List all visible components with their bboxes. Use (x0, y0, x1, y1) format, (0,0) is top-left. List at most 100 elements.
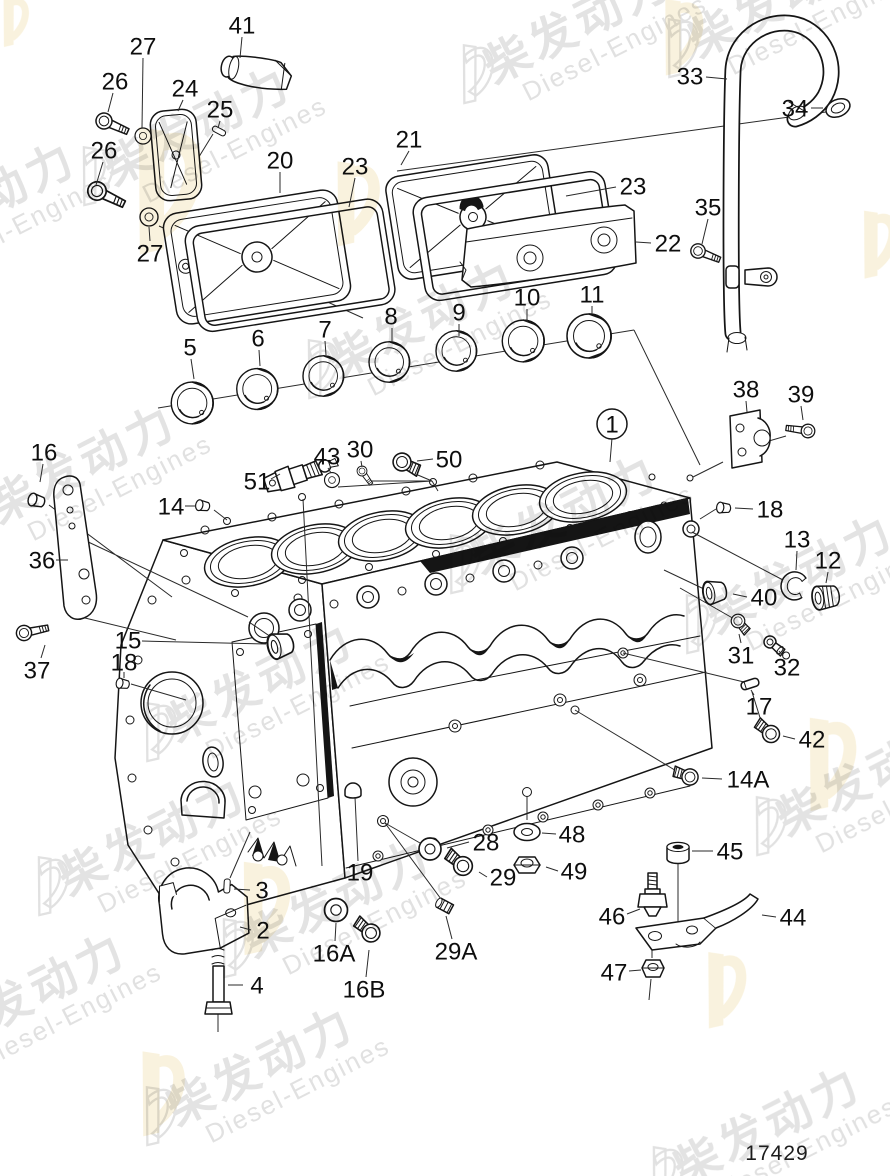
brand-logo-watermark-tint (836, 200, 890, 282)
sensor-46 (637, 872, 668, 917)
callout-41: 41 (229, 13, 256, 40)
callout-24: 24 (172, 76, 199, 103)
callout-7: 7 (318, 317, 331, 344)
callout-32: 32 (774, 655, 801, 682)
leader-line-5 (190, 358, 195, 380)
leader-line-42 (782, 735, 796, 740)
callout-6: 6 (251, 326, 264, 353)
nut-49 (513, 856, 541, 874)
callout-23: 23 (342, 154, 369, 181)
figure-number: 17429 (745, 1142, 808, 1165)
callout-10: 10 (514, 285, 541, 312)
dowel-17 (740, 677, 760, 691)
callout-35: 35 (695, 195, 722, 222)
gasket-23-left (184, 198, 396, 333)
leader-line-24 (177, 99, 184, 112)
bracket-44 (635, 893, 759, 951)
leader-line-7 (324, 340, 327, 356)
lifting-eye-38 (729, 409, 771, 469)
sealant-tube-41 (220, 55, 293, 91)
cap-45 (666, 841, 690, 865)
plug-14 (194, 498, 212, 513)
leader-line-21 (400, 150, 410, 166)
bearing-shell-11 (566, 313, 613, 359)
cam-follower-bosses (288, 520, 700, 622)
callout-9: 9 (452, 300, 465, 327)
callout-5: 5 (183, 335, 196, 362)
callout-38: 38 (733, 377, 760, 404)
oil-pump-boss (388, 757, 438, 807)
cylinder-bores (203, 471, 628, 588)
leader-line-38 (745, 400, 748, 413)
leader-line-48 (541, 832, 557, 835)
bearing-shell-5 (170, 381, 215, 425)
callout-31: 31 (728, 643, 755, 670)
leader-line-29 (478, 871, 488, 878)
callout-39: 39 (788, 382, 815, 409)
leader-line-35 (701, 218, 709, 245)
callout-circle-1 (596, 408, 628, 440)
washer-43 (323, 471, 341, 489)
leader-line-12 (825, 571, 829, 584)
callout-21: 21 (396, 127, 423, 154)
callout-27: 27 (130, 34, 157, 61)
fitting-32 (763, 635, 791, 660)
leader-line-14A (701, 777, 723, 780)
leader-line-16 (39, 463, 44, 483)
leader-line-2 (239, 926, 252, 931)
callout-16: 16 (31, 440, 58, 467)
leader-line-22 (635, 241, 652, 244)
plug-19 (344, 782, 362, 799)
callout-1: 1 (605, 412, 618, 439)
leader-line-40 (732, 593, 748, 598)
block-top-deck (162, 460, 694, 597)
callout-26: 26 (91, 138, 118, 165)
callout-33: 33 (677, 64, 704, 91)
watermark-unit: 柴发动力 Diesel-Engines (0, 921, 167, 1075)
leader-line-51 (270, 473, 281, 480)
leader-line-16A (334, 922, 337, 942)
callout-42: 42 (799, 727, 826, 754)
nut-47 (641, 959, 665, 978)
callout-44: 44 (780, 905, 807, 932)
leader-line-31 (738, 633, 742, 644)
callout-4: 4 (250, 973, 263, 1000)
brand-logo-watermark-tint (677, 940, 765, 1032)
callout-3: 3 (255, 878, 268, 905)
callout-17: 17 (746, 694, 773, 721)
pin-25 (211, 125, 227, 137)
callout-36: 36 (29, 548, 56, 575)
callout-28: 28 (473, 830, 500, 857)
seal-ring-34 (825, 97, 851, 119)
leader-line-26 (95, 161, 104, 186)
leader-line-6 (258, 349, 261, 367)
pin-3 (223, 878, 231, 894)
cover-plate-22 (459, 204, 637, 288)
leader-line-18 (734, 507, 754, 510)
callout-29: 29 (490, 865, 517, 892)
leader-line-3 (233, 888, 251, 891)
leader-line-1 (609, 437, 613, 463)
watermark-unit: 柴发动力 Diesel-Engines (122, 995, 395, 1149)
callout-16B: 16B (343, 977, 386, 1004)
callout-13: 13 (784, 527, 811, 554)
callout-15: 15 (115, 628, 142, 655)
callout-49: 49 (561, 859, 588, 886)
callout-14: 14 (158, 494, 185, 521)
callout-27: 27 (137, 241, 164, 268)
leader-line-15 (141, 640, 267, 645)
leader-line-16B (365, 949, 370, 978)
leader-line-46 (626, 908, 641, 915)
callout-37: 37 (24, 658, 51, 685)
leader-line-30 (360, 460, 363, 468)
bolt-4 (204, 948, 233, 1015)
callout-20: 20 (267, 148, 294, 175)
leader-line-23 (565, 186, 617, 197)
callout-22: 22 (655, 231, 682, 258)
sensor-51 (262, 457, 339, 493)
leader-line-23 (348, 177, 356, 208)
callout-30: 30 (347, 437, 374, 464)
callout-48: 48 (559, 822, 586, 849)
